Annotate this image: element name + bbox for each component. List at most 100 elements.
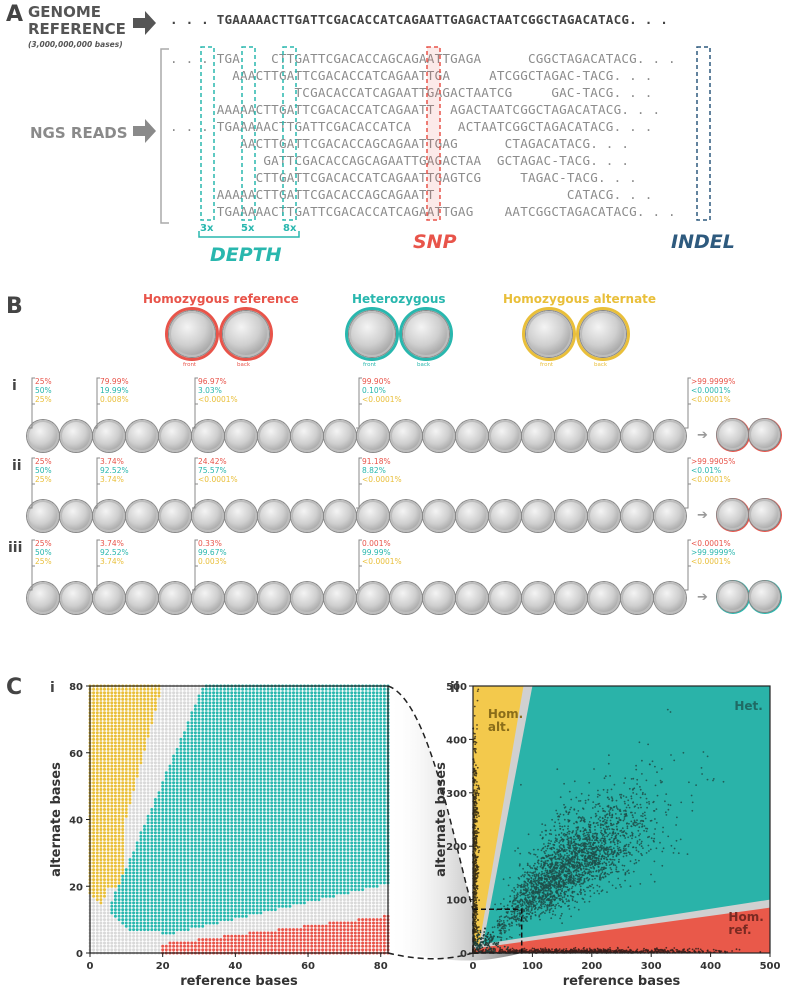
coin-icon — [159, 500, 191, 532]
coin-icon — [749, 499, 780, 530]
read-line: . . . TGA CTTGATTCGACACCAGCAGAATTGAGA CG… — [170, 51, 676, 66]
coin-icon — [258, 420, 290, 452]
coin-icon — [456, 500, 488, 532]
probability-value: <0.0001% — [362, 557, 402, 566]
hom-alt-label: alt. — [488, 720, 511, 734]
probability-value: <0.0001% — [691, 539, 731, 548]
probability-value: >99.9999% — [691, 548, 736, 557]
probability-value: <0.01% — [691, 466, 722, 475]
probability-value: 25% — [35, 457, 52, 466]
ngs-reads-label: NGS READS — [30, 124, 128, 142]
probability-value: 3.74% — [100, 475, 124, 484]
coin-icon — [159, 420, 191, 452]
probability-value: 0.003% — [198, 557, 227, 566]
result-coin — [748, 418, 782, 452]
coin-icon — [654, 582, 686, 614]
hom-alt-label: Hom. — [488, 707, 523, 721]
coin-icon — [192, 582, 224, 614]
x-tick-label: 400 — [700, 961, 721, 972]
genome-title-line1: GENOME — [28, 3, 102, 21]
coin-icon — [489, 420, 521, 452]
coin-icon — [225, 582, 257, 614]
coin-icon — [555, 420, 587, 452]
coin-icon — [621, 420, 653, 452]
depth-box — [282, 46, 297, 221]
depth-count-8x: 8x — [283, 223, 297, 234]
probability-value: 3.03% — [198, 386, 222, 395]
het-coin-back — [399, 307, 453, 361]
y-tick-label: 300 — [446, 789, 467, 800]
x-tick-label: 20 — [156, 961, 170, 972]
probability-value: 19.99% — [100, 386, 129, 395]
coin-icon — [192, 500, 224, 532]
zoom-line-bottom — [387, 952, 474, 960]
coin-icon — [258, 500, 290, 532]
coin-side-label: back — [417, 362, 431, 368]
coin-icon — [291, 582, 323, 614]
arrow-right-icon: ➔ — [697, 428, 708, 443]
result-coin — [716, 580, 750, 614]
reference-sequence: . . . TGAAAAACTTGATTCGACACCATCAGAATTGAGA… — [170, 12, 669, 27]
probability-value: <0.0001% — [198, 475, 238, 484]
coin-icon — [654, 500, 686, 532]
probability-value: 3.74% — [100, 557, 124, 566]
result-coin — [716, 418, 750, 452]
snp-box — [426, 46, 441, 221]
depth-count-3x: 3x — [200, 223, 214, 234]
coin-icon — [423, 582, 455, 614]
indel-label: INDEL — [671, 231, 735, 253]
panel-c-sub-i: i — [50, 680, 55, 696]
coin-icon — [456, 582, 488, 614]
probability-value: >99.9999% — [691, 377, 736, 386]
coin-icon — [60, 420, 92, 452]
coin-icon — [93, 500, 125, 532]
result-coin — [716, 498, 750, 532]
hom-ref-coin-front — [165, 307, 219, 361]
coin-icon — [126, 582, 158, 614]
arrow-right-icon — [133, 119, 156, 143]
probability-bracket — [685, 377, 691, 429]
row-label: iii — [8, 540, 23, 556]
read-line: . . . TGAAAAACTTGATTCGACACCATCA ACTAATCG… — [170, 119, 653, 134]
probability-bracket — [356, 377, 362, 429]
read-line: AACTTGATTCGACACCAGCAGAATTGAG CTAGACATACG… — [170, 136, 630, 151]
x-tick-label: 40 — [228, 961, 242, 972]
het-label: Het. — [734, 699, 762, 713]
row-label: i — [12, 378, 17, 394]
hom-alt-region — [473, 686, 524, 953]
probability-bracket — [685, 539, 691, 591]
probability-value: 96.97% — [198, 377, 227, 386]
y-tick-label: 40 — [69, 816, 83, 827]
probability-bracket — [29, 377, 35, 429]
coin-icon — [60, 500, 92, 532]
probability-value: <0.0001% — [362, 395, 402, 404]
coin-side-label: front — [183, 362, 197, 368]
depth-box — [200, 46, 215, 221]
coin-icon — [717, 581, 748, 612]
probability-bracket — [356, 457, 362, 509]
coin-icon — [258, 582, 290, 614]
coin-icon — [555, 582, 587, 614]
depth-count-5x: 5x — [241, 223, 255, 234]
genome-size-subtitle: (3,000,000,000 bases) — [28, 40, 123, 49]
probability-value: 25% — [35, 475, 52, 484]
coin-icon — [588, 582, 620, 614]
probability-value: 92.52% — [100, 466, 129, 475]
y-tick-label: 500 — [446, 682, 467, 693]
coin-icon — [223, 311, 269, 357]
probability-value: 0.008% — [100, 395, 129, 404]
coin-icon — [390, 500, 422, 532]
probability-value: 50% — [35, 386, 52, 395]
y-tick-label: 400 — [446, 735, 467, 746]
left-y-axis-label: alternate bases — [49, 762, 64, 877]
hom-alt-coin-front — [522, 307, 576, 361]
right-y-axis-label: alternate bases — [434, 762, 449, 877]
coin-icon — [522, 420, 554, 452]
probability-value: <0.0001% — [198, 395, 238, 404]
coin-icon — [225, 420, 257, 452]
x-tick-label: 500 — [760, 961, 781, 972]
probability-value: 99.90% — [362, 377, 391, 386]
coin-icon — [192, 420, 224, 452]
probability-value: 25% — [35, 395, 52, 404]
